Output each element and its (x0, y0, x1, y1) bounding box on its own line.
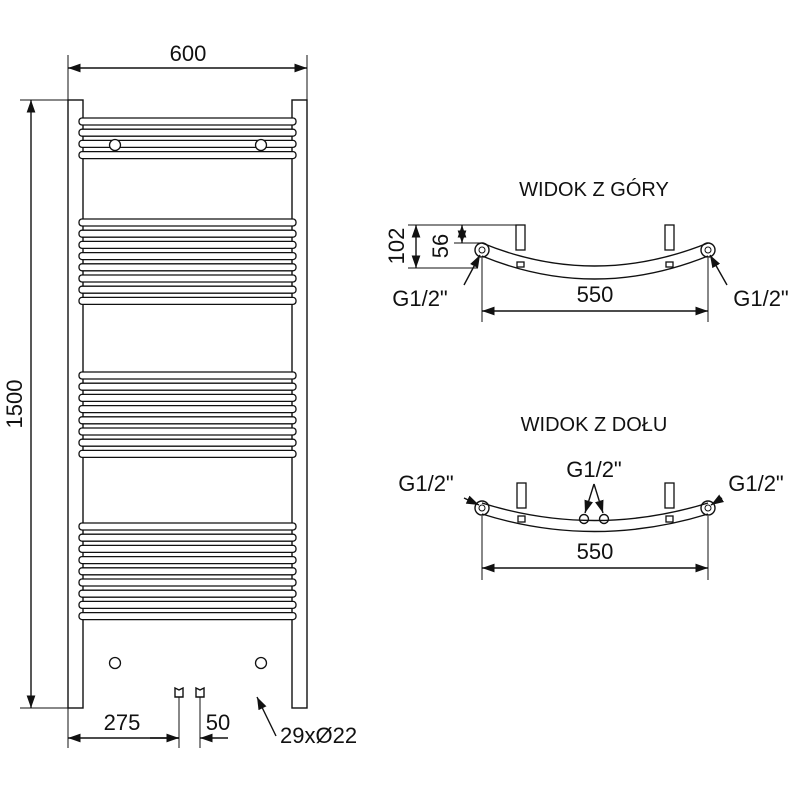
rail-tube (78, 533, 297, 542)
mount-top-right (254, 138, 268, 152)
horizontal-rails (78, 117, 297, 621)
height-label: 1500 (2, 380, 27, 429)
bottom-connector-left-label: G1/2" (398, 471, 454, 496)
bottom-view: WIDOK Z DOŁU G1/2" G1/2" G1/2" 550 (398, 414, 784, 580)
rail-tube (78, 240, 297, 250)
rail-tube (78, 285, 297, 294)
rail-tube (78, 218, 297, 227)
left-offset-label: 275 (104, 710, 141, 735)
depth-inner-label: 56 (428, 234, 453, 258)
rail-tube (78, 611, 297, 621)
rail-tube (78, 263, 297, 272)
rail-tube (78, 229, 297, 238)
left-post (67, 99, 84, 709)
top-view: WIDOK Z GÓRY 102 56 G1/2" G1/2" 550 (384, 178, 789, 322)
rail-tube (78, 589, 297, 598)
tube-count-callout: 29xØ22 (256, 696, 357, 748)
top-connector-left-label: G1/2" (392, 286, 448, 311)
rail-tube (78, 555, 297, 565)
bottom-connectors (174, 686, 205, 748)
top-connector-right-label: G1/2" (733, 286, 789, 311)
rail-tube (78, 600, 297, 610)
rail-tube (78, 296, 297, 306)
front-view: 600 1500 275 50 29xØ22 (2, 41, 357, 748)
top-view-title: WIDOK Z GÓRY (519, 178, 669, 201)
right-post (291, 99, 308, 709)
rail-tube (78, 578, 297, 587)
rail-tube (78, 393, 297, 403)
rail-tube (78, 128, 297, 137)
bottom-connector-center-label: G1/2" (566, 457, 622, 482)
bottom-view-title: WIDOK Z DOŁU (521, 414, 668, 436)
width-label: 600 (170, 41, 207, 66)
width-dimension: 600 (67, 41, 308, 100)
rail-tube (78, 404, 297, 414)
bottom-dimensions: 275 50 (67, 708, 230, 748)
rail-tube (78, 274, 297, 283)
rail-tube (78, 427, 297, 436)
rail-tube (78, 416, 297, 425)
mounting-points (108, 138, 268, 670)
mount-top-left (108, 138, 122, 152)
rail-tube (78, 371, 297, 380)
rail-tube (78, 567, 297, 576)
rail-tube (78, 449, 297, 459)
depth-outer-label: 102 (384, 228, 409, 265)
top-span-label: 550 (577, 282, 614, 307)
mount-bottom-right (254, 656, 268, 670)
bottom-connector-right-label: G1/2" (728, 471, 784, 496)
rail-tube (78, 139, 297, 149)
height-dimension: 1500 (2, 99, 68, 709)
rail-tube (78, 438, 297, 447)
rail-tube (78, 117, 297, 126)
connector-spacing-label: 50 (206, 710, 230, 735)
tube-label: 29xØ22 (280, 723, 357, 748)
bottom-span-label: 550 (577, 539, 614, 564)
rail-tube (78, 544, 297, 554)
rail-tube (78, 251, 297, 261)
rail-tube (78, 382, 297, 391)
rail-tube (78, 150, 297, 160)
mount-bottom-left (108, 656, 122, 670)
rail-tube (78, 522, 297, 531)
